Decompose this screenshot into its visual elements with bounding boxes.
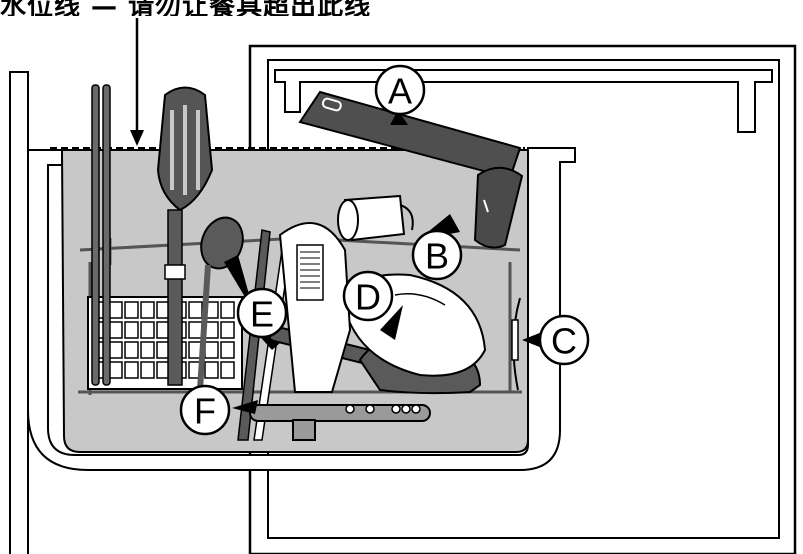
callout-d: D [342, 270, 394, 322]
spray-arm [249, 404, 431, 441]
callout-c-label: C [551, 321, 577, 362]
chopsticks [91, 84, 111, 386]
callout-f: F [179, 384, 231, 436]
water-level-caption: 水位线 — 请勿让餐具超出此线 [0, 0, 372, 16]
callout-e-label: E [250, 294, 274, 335]
callout-d-label: D [355, 277, 381, 318]
left-door-panel [9, 71, 29, 554]
water-level-arrow [130, 18, 144, 146]
spatula [156, 86, 214, 386]
dark-cup [473, 166, 524, 249]
callout-b: B [411, 229, 463, 281]
callout-a-label: A [388, 71, 412, 112]
utensil-basket [87, 296, 243, 390]
callout-b-label: B [425, 236, 449, 277]
round-lid [511, 297, 521, 391]
light-cup [337, 194, 414, 242]
callout-e: E [236, 287, 288, 339]
callout-f-label: F [194, 391, 216, 432]
callout-a: A [374, 64, 426, 116]
callout-c: C [538, 314, 590, 366]
ladle [197, 216, 244, 391]
white-bottle [278, 222, 352, 393]
